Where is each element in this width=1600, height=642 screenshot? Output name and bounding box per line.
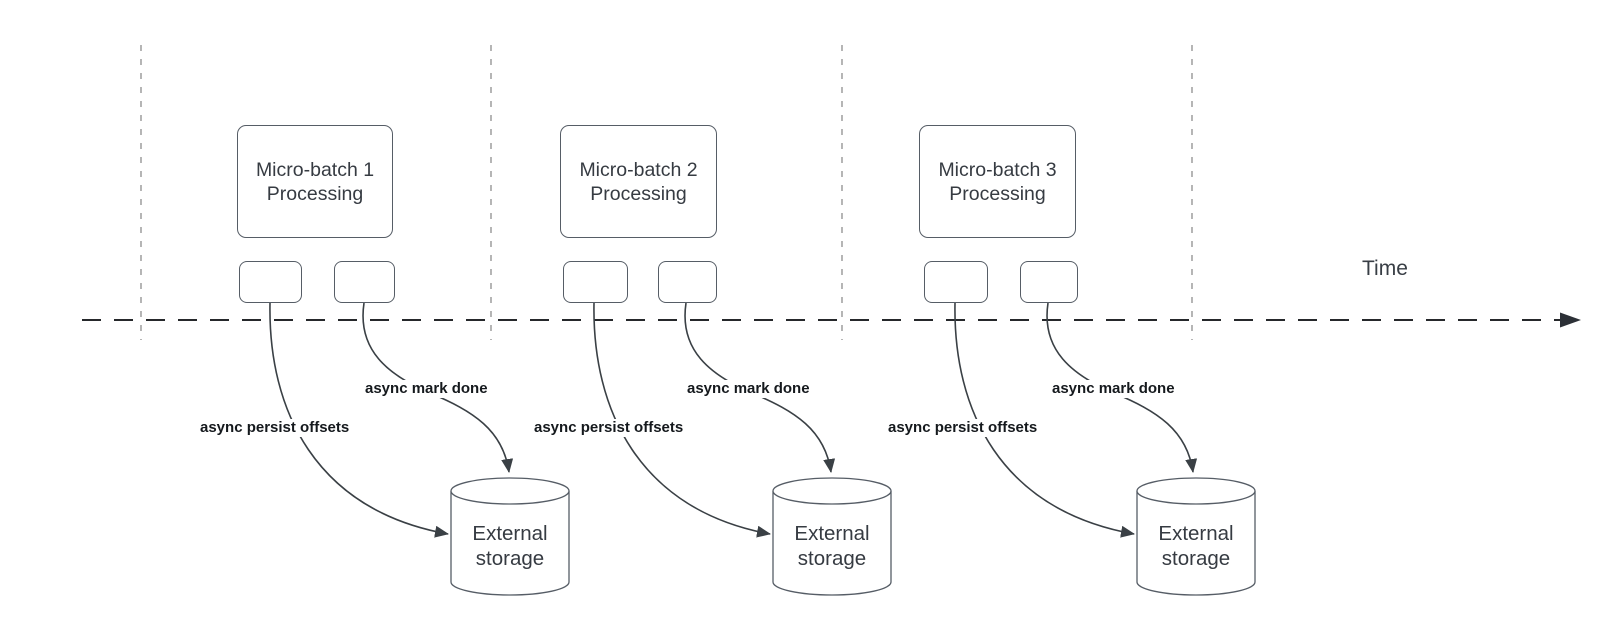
persist-offsets-label-2: async persist offsets xyxy=(532,419,686,437)
storage-cylinder-1 xyxy=(450,477,570,596)
offset-task-box-1 xyxy=(239,261,302,303)
microbatch-2-processing-box: Micro-batch 2 Processing xyxy=(560,125,717,238)
storage-cylinder-2 xyxy=(772,477,892,596)
persist-offsets-edge-2 xyxy=(593,302,771,538)
commit-task-box-1 xyxy=(334,261,395,303)
offset-task-box-3 xyxy=(924,261,988,303)
commit-task-box-2 xyxy=(658,261,717,303)
offset-task-box-2 xyxy=(563,261,628,303)
storage-cylinder-3 xyxy=(1136,477,1256,596)
external-storage-label-2: External storage xyxy=(794,522,870,570)
persist-offsets-label-1: async persist offsets xyxy=(198,419,352,437)
persist-offsets-label-3: async persist offsets xyxy=(886,419,1040,437)
mark-done-label-3: async mark done xyxy=(1050,380,1177,398)
external-storage-label-1: External storage xyxy=(472,522,548,570)
mark-done-label-2: async mark done xyxy=(685,380,812,398)
microbatch-1-processing-box: Micro-batch 1 Processing xyxy=(237,125,393,238)
commit-task-box-3 xyxy=(1020,261,1078,303)
time-axis-arrowhead-icon xyxy=(1560,312,1581,328)
time-axis-label: Time xyxy=(1362,257,1408,280)
microbatch-3-processing-box: Micro-batch 3 Processing xyxy=(919,125,1076,238)
persist-offsets-edge-3 xyxy=(954,302,1135,538)
external-storage-label-3: External storage xyxy=(1158,522,1234,570)
mark-done-label-1: async mark done xyxy=(363,380,490,398)
persist-offsets-edge-1 xyxy=(269,302,449,538)
